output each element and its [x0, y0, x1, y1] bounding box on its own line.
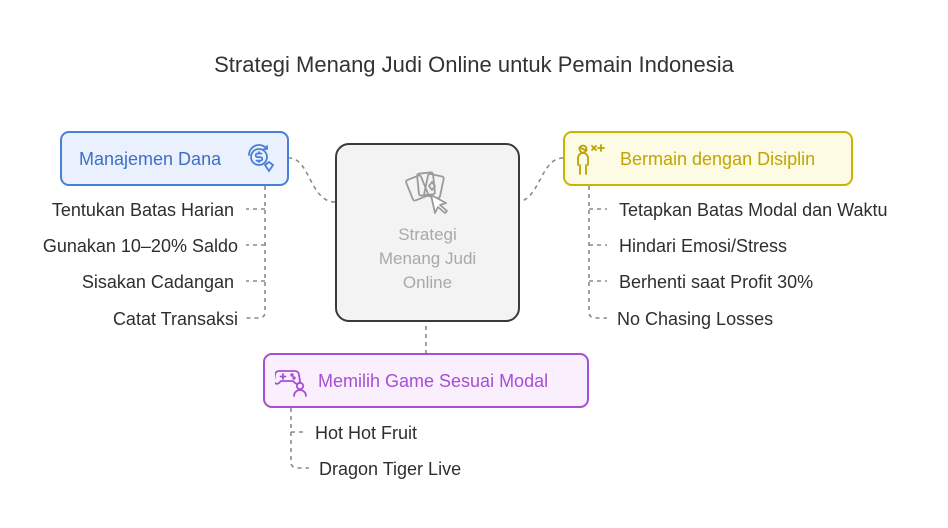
center-label-line-3: Online	[402, 273, 453, 292]
center-label-line-2: Menang Judi	[378, 249, 477, 268]
branch-manajemen-dana: Manajemen Dana	[60, 131, 289, 186]
gamepad-person-icon	[275, 370, 307, 397]
left-item-1: Tentukan Batas Harian	[51, 200, 234, 220]
right-item-1: Tetapkan Batas Modal dan Waktu	[619, 200, 888, 220]
branch-label-bottom: Memilih Game Sesuai Modal	[318, 371, 549, 391]
bottom-item-1: Hot Hot Fruit	[315, 423, 418, 443]
decision-person-icon	[577, 144, 605, 175]
bottom-item-2: Dragon Tiger Live	[319, 459, 462, 479]
center-label: Strategi Menang Judi Online	[337, 223, 518, 295]
playing-cards-icon	[405, 171, 448, 214]
center-label-line-1: Strategi	[398, 225, 457, 244]
branch-bermain-dengan-disiplin: Bermain dengan Disiplin	[563, 131, 853, 186]
branch-label-left: Manajemen Dana	[79, 149, 222, 169]
connector-right-items	[588, 186, 607, 319]
branch-label-right: Bermain dengan Disiplin	[620, 149, 816, 169]
money-cycle-icon	[248, 144, 275, 173]
diagram-title: Strategi Menang Judi Online untuk Pemain…	[214, 52, 734, 77]
center-node: Strategi Menang Judi Online	[335, 143, 520, 322]
left-item-2: Gunakan 10–20% Saldo	[42, 236, 238, 256]
branch-memilih-game: Memilih Game Sesuai Modal	[263, 353, 589, 408]
right-item-4: No Chasing Losses	[617, 309, 774, 329]
connector-bottom-items	[290, 408, 309, 469]
connector-left-items	[246, 186, 266, 319]
right-item-3: Berhenti saat Profit 30%	[619, 272, 814, 292]
connector-right	[515, 157, 564, 203]
left-item-4: Catat Transaksi	[112, 309, 238, 329]
left-item-3: Sisakan Cadangan	[81, 272, 234, 292]
connector-left	[288, 157, 336, 203]
right-item-2: Hindari Emosi/Stress	[619, 236, 788, 256]
